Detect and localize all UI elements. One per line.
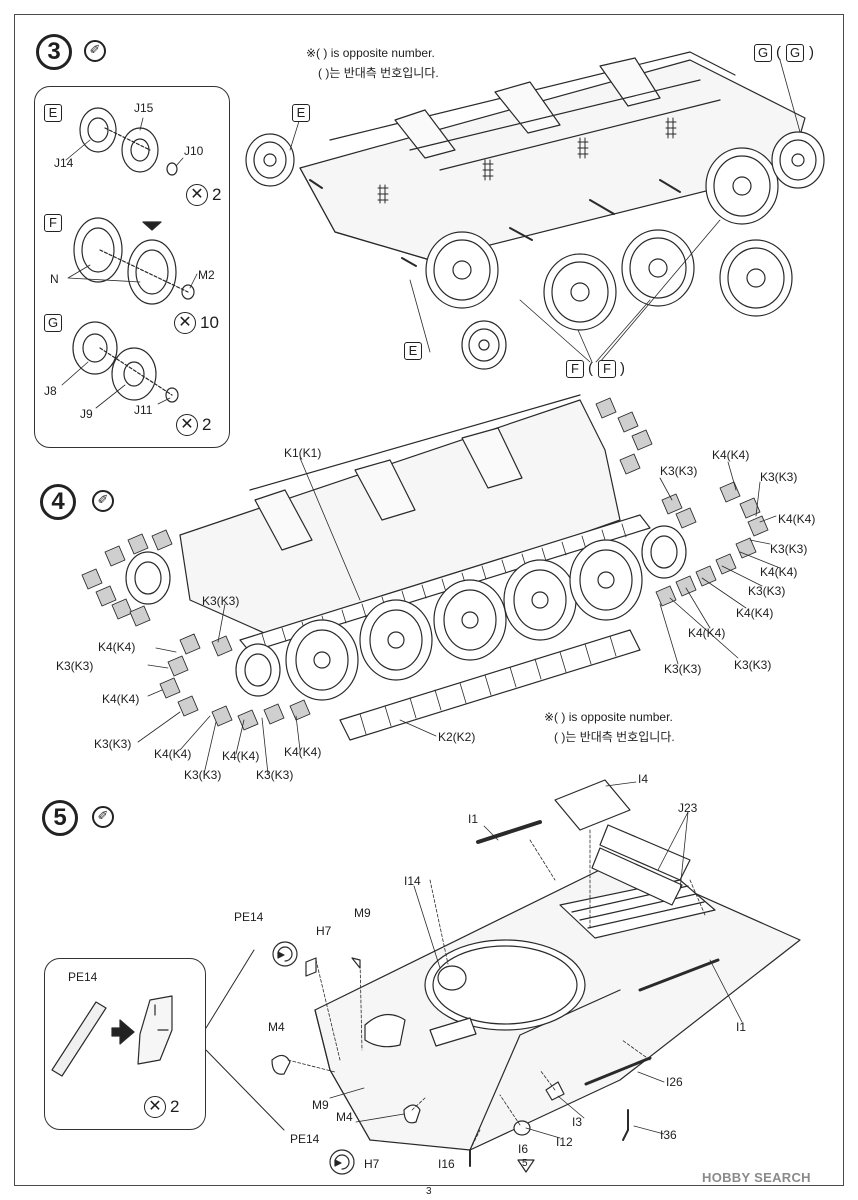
step4-note-en: ※( ) is opposite number. [544,710,673,724]
track-label: K4(K4) [222,749,260,763]
step4-number: 4 [40,484,76,520]
step3-subassembly-drawings [61,107,198,409]
part-label-n: N [50,272,59,286]
part-label: PE14 [290,1132,320,1146]
track-label: K3(K3) [734,658,772,672]
part-label: M9 [312,1098,329,1112]
part-label: I6 [518,1142,529,1156]
part-label: PE14 [234,910,264,924]
track-label: K4(K4) [102,692,140,706]
part-label-j9: J9 [80,407,93,421]
part-label: I14 [404,874,421,888]
watermark: HOBBY SEARCH [702,1170,811,1185]
callout-e-top: E [292,104,310,122]
callout-g-paren-close: ) [809,44,814,61]
part-label: I1 [468,812,479,826]
step3-note-en: ※( ) is opposite number. [306,46,435,60]
callout-g: G [754,44,773,62]
track-label: K2(K2) [438,730,476,744]
track-label: K4(K4) [760,565,798,579]
part-label: I1 [736,1020,747,1034]
callout-g-paren-open: ( [776,44,781,61]
part-label: I36 [660,1128,677,1142]
part-label-m2: M2 [198,268,215,282]
callout-f-paren-open: ( [588,360,593,377]
track-label: K1(K1) [284,446,322,460]
cement-icon: ✐ [84,40,106,62]
callout-f-paren-close: ) [620,360,625,377]
part-label-j15: J15 [134,101,154,115]
page-border [14,14,844,1186]
track-label: K3(K3) [256,768,294,782]
track-label: K4(K4) [284,745,322,759]
part-label-j14: J14 [54,156,74,170]
part-label: H7 [316,924,332,938]
inset-part-label: PE14 [68,970,98,984]
part-label: I16 [438,1157,455,1171]
track-label: K4(K4) [778,512,816,526]
part-label: M9 [354,906,371,920]
step4-hull-drawing [81,394,781,775]
step3-hull-drawing [245,51,825,370]
track-label: K4(K4) [154,747,192,761]
part-label: M4 [268,1020,285,1034]
page-number: 3 [426,1186,432,1197]
step3-subassembly-panel [34,86,230,448]
track-label: K3(K3) [94,737,132,751]
part-label-j8: J8 [44,384,57,398]
part-label: H7 [364,1157,380,1171]
track-label: K3(K3) [770,542,808,556]
track-label: K3(K3) [664,662,702,676]
callout-e-bottom: E [404,342,422,360]
part-label: I4 [638,772,649,786]
step3-number: 3 [36,34,72,70]
track-label: K3(K3) [660,464,698,478]
track-label: K3(K3) [748,584,786,598]
track-label: K4(K4) [688,626,726,640]
callout-f-paren: F [598,360,616,378]
track-label: K3(K3) [202,594,240,608]
step5-number: 5 [42,800,78,836]
part-label: I26 [666,1075,683,1089]
quantity-times-icon: ✕ [174,312,196,334]
track-label: K4(K4) [712,448,750,462]
track-label: K4(K4) [736,606,774,620]
quantity-times-icon: ✕ [176,414,198,436]
part-label-j10: J10 [184,144,204,158]
track-label: K4(K4) [98,640,136,654]
quantity-times-icon: ✕ [144,1096,166,1118]
part-label: M4 [336,1110,353,1124]
quantity-times-icon: ✕ [186,184,208,206]
quantity-g: 2 [202,415,212,434]
cement-icon: ✐ [92,490,114,512]
cement-icon: ✐ [92,806,114,828]
quantity-f: 10 [200,313,219,332]
track-label: K3(K3) [760,470,798,484]
inset-quantity: 2 [170,1097,180,1116]
subassembly-f-tag: F [44,214,62,232]
track-label: K3(K3) [184,768,222,782]
part-label-j11: J11 [134,403,153,417]
step3-note-ko: ( )는 반대측 번호입니다. [318,66,439,80]
step-reference: 5 [522,1158,528,1169]
step4-note-ko: ( )는 반대측 번호입니다. [554,730,675,744]
part-label: I12 [556,1135,573,1149]
callout-g-paren: G [786,44,805,62]
subassembly-e-tag: E [44,104,62,122]
step5-inset-panel [44,958,206,1130]
part-label: J23 [678,801,698,815]
callout-f: F [566,360,584,378]
subassembly-g-tag: G [44,314,63,332]
part-label: I3 [572,1115,583,1129]
step5-hull-drawing [51,779,801,1175]
quantity-e: 2 [212,185,222,204]
track-label: K3(K3) [56,659,94,673]
